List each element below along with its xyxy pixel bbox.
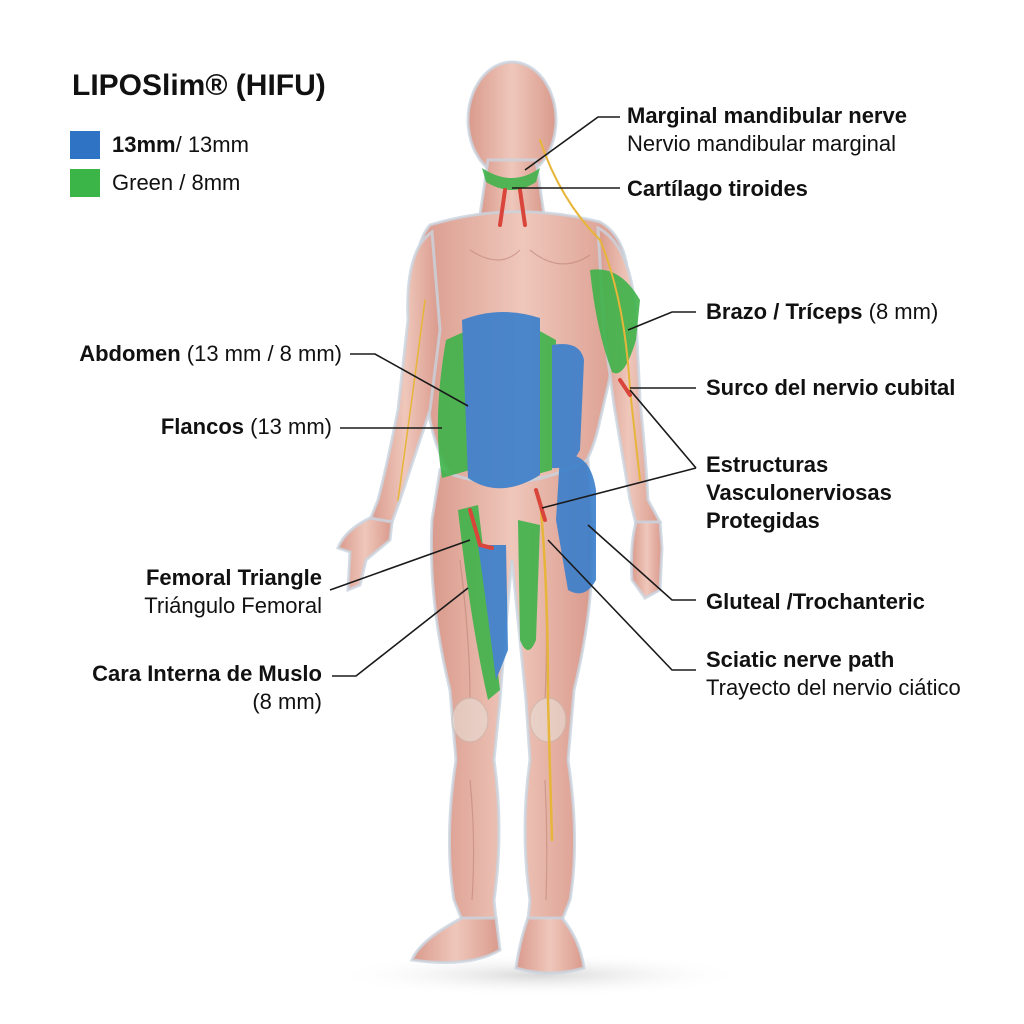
leader-protected-1 — [629, 389, 697, 469]
legend-item-green: Green / 8mm — [70, 168, 240, 198]
leader-femoral — [329, 539, 471, 591]
vessel-path — [518, 188, 527, 227]
legend-label: / 13mm — [175, 132, 249, 157]
label-triceps: Brazo / Tríceps (8 mm) — [706, 298, 938, 326]
label-line: Marginal mandibular nerve — [627, 103, 907, 128]
label-ulnar-groove: Surco del nervio cubital — [706, 375, 956, 400]
label-femoral-triangle: Femoral Triangle Triángulo Femoral — [144, 564, 322, 620]
body-silhouette — [336, 60, 664, 975]
label-sciatic-nerve: Sciatic nerve path Trayecto del nervio c… — [706, 646, 961, 702]
inner-thigh-zone-green-right — [518, 520, 540, 650]
nerves-vessels — [397, 139, 641, 842]
label-bold-part: Brazo / Tríceps — [706, 299, 863, 324]
diagram-title: LIPOSlim® (HIFU) — [72, 69, 326, 102]
label-mandibular-nerve: Marginal mandibular nerve Nervio mandibu… — [627, 102, 907, 158]
legend-label-bold: 13mm — [112, 132, 176, 157]
nerve-path — [539, 139, 641, 481]
leader-protected-2 — [541, 467, 697, 509]
leader-lines — [329, 116, 697, 677]
abdomen-zone-blue — [462, 311, 540, 489]
label-line: Femoral Triangle — [145, 565, 322, 590]
vessel-path — [618, 378, 632, 397]
leader-thigh — [332, 587, 469, 677]
label-abdomen: Abdomen (13 mm / 8 mm) — [79, 340, 342, 368]
vessel-path — [468, 508, 494, 550]
label-line: Estructuras — [706, 452, 829, 477]
label-rest-part: (8 mm) — [862, 299, 939, 324]
leader-sciatic — [547, 539, 696, 671]
leader-gluteal — [587, 524, 696, 601]
leader-mandibular — [524, 116, 620, 171]
floor-shadow — [330, 953, 750, 997]
flank-zone-blue-right — [552, 344, 584, 469]
legend-label: Green / 8mm — [112, 170, 241, 195]
flank-zone-green-left — [437, 330, 470, 478]
nerve-path — [397, 299, 426, 501]
inner-thigh-zone-green-left — [458, 505, 500, 700]
leader-abdomen — [350, 353, 469, 407]
triceps-zone-green — [590, 269, 640, 374]
label-line: Nervio mandibular marginal — [627, 131, 897, 156]
label-flancos: Flancos (13 mm) — [161, 413, 332, 441]
label-rest-part: (13 mm) — [244, 414, 332, 439]
label-line: Cara Interna de Muslo — [92, 661, 322, 686]
label-line: Protegidas — [706, 508, 820, 533]
label-inner-thigh: Cara Interna de Muslo (8 mm) — [92, 660, 322, 716]
label-line: Trayecto del nervio ciático — [706, 675, 961, 700]
legend-item-blue: 13mm / 13mm — [70, 130, 249, 160]
vessel-path — [534, 488, 547, 522]
leader-triceps — [627, 311, 696, 331]
label-bold-part: Flancos — [160, 414, 244, 439]
legend-swatch-green — [70, 169, 100, 197]
label-gluteal-trochanteric: Gluteal /Trochanteric — [706, 589, 925, 614]
nerve-path — [538, 498, 554, 842]
label-protected-structures: Estructuras Vasculonerviosas Protegidas — [706, 451, 892, 535]
label-rest-part: (13 mm / 8 mm) — [180, 341, 342, 366]
label-line: Triángulo Femoral — [144, 593, 322, 618]
legend-swatch-blue — [70, 131, 100, 159]
label-bold-part: Abdomen — [79, 341, 181, 366]
neck-zone-green — [482, 168, 540, 190]
label-line: (8 mm) — [252, 689, 322, 714]
inner-thigh-zone-blue-left — [478, 545, 508, 680]
label-line: Vasculonerviosas — [706, 480, 892, 505]
label-thyroid-cartilage: Cartílago tiroides — [627, 176, 808, 201]
label-line: Sciatic nerve path — [706, 647, 895, 672]
vessel-path — [498, 188, 507, 227]
